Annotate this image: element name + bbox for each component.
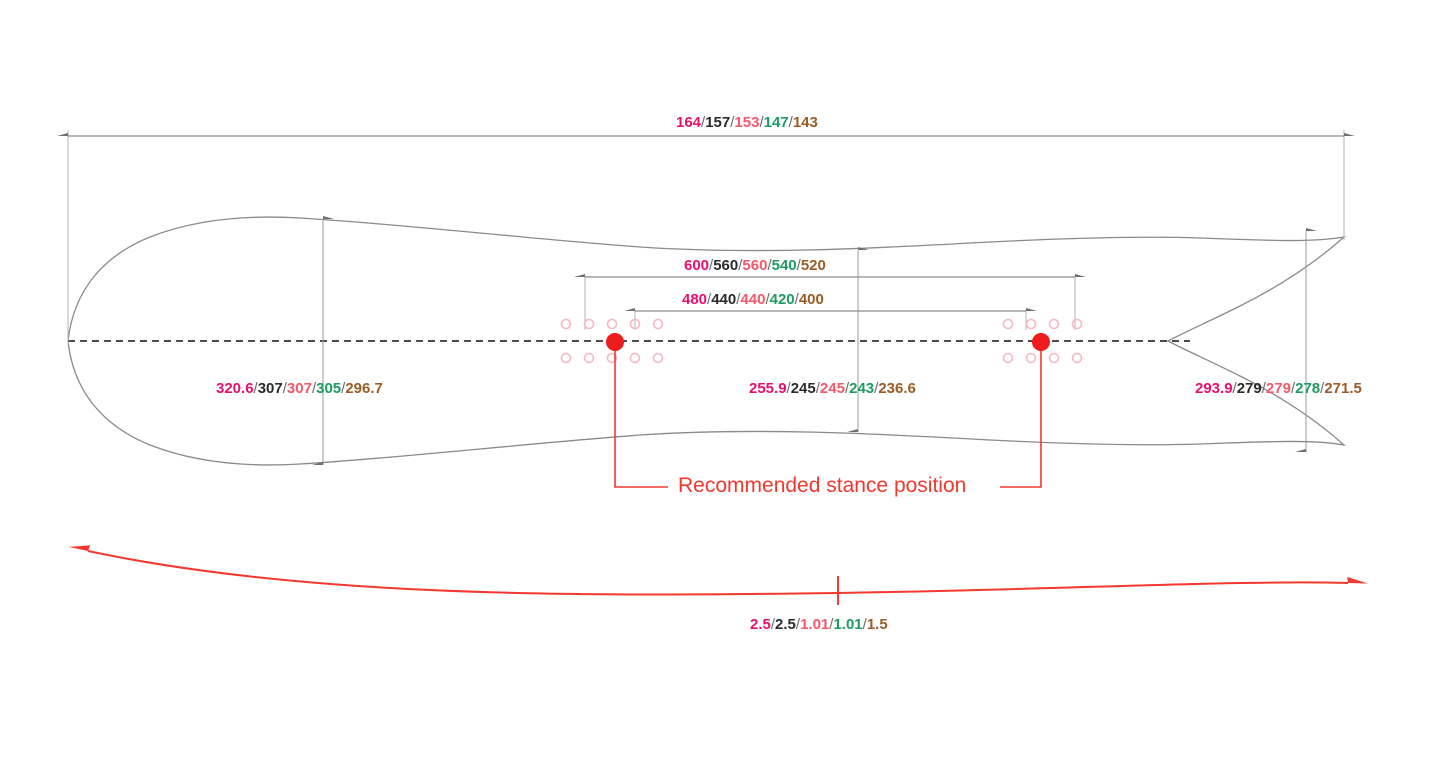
camber-label: 2.5/2.5/1.01/1.01/1.5 — [750, 616, 888, 633]
waist-width-label: 255.9/245/245/243/236.6 — [749, 380, 916, 397]
insert-hole-pattern-left — [560, 318, 664, 364]
stance-min-label: 480/440/440/420/400 — [682, 291, 824, 308]
board-outline — [67, 216, 1347, 466]
stance-max-dimension — [574, 274, 1086, 330]
stance-max-label: 600/560/560/540/520 — [684, 257, 826, 274]
tail-width-label: 293.9/279/279/278/271.5 — [1195, 380, 1362, 397]
stance-position-leaders — [614, 341, 1042, 488]
nose-width-label: 320.6/307/307/305/296.7 — [216, 380, 383, 397]
recommended-stance-position-label: Recommended stance position — [678, 474, 967, 497]
camber-profile — [68, 545, 1368, 605]
overall-length-label: 164/157/153/147/143 — [676, 114, 818, 131]
stance-marker-left — [606, 333, 624, 351]
stance-min-dimension — [624, 308, 1037, 330]
stance-marker-right — [1032, 333, 1050, 351]
overall-length-dimension — [57, 130, 1355, 345]
insert-hole-pattern-right — [1002, 318, 1083, 364]
